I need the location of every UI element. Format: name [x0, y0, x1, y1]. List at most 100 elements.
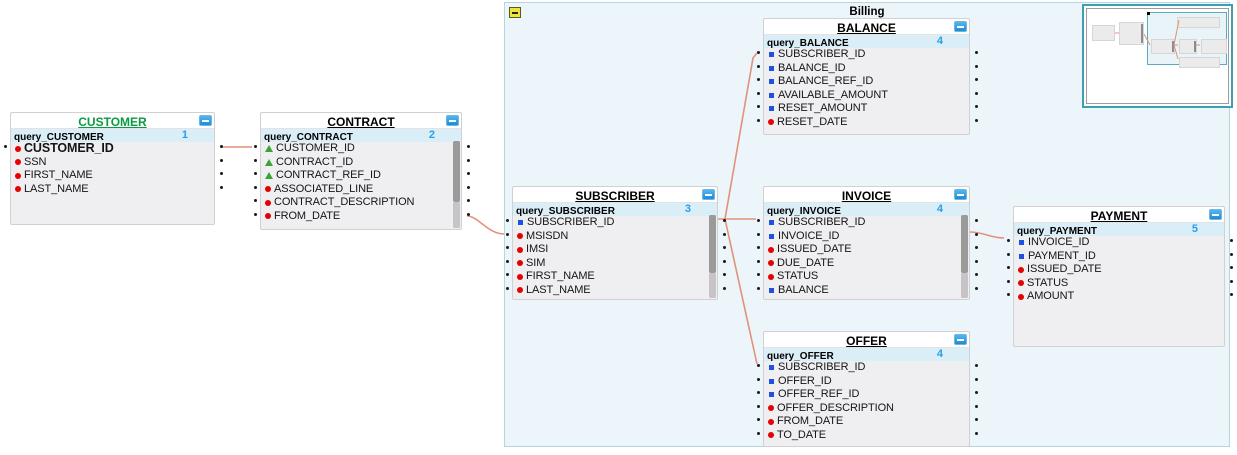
connection-point[interactable] — [467, 185, 470, 189]
connection-point[interactable] — [723, 286, 726, 290]
collapse-table-button[interactable] — [446, 115, 459, 126]
connection-point[interactable] — [1230, 293, 1233, 296]
field-row-invoice_id[interactable]: INVOICE_ID — [1014, 236, 1224, 250]
connection-point[interactable] — [757, 273, 760, 276]
entity-table-subscriber[interactable]: SUBSCRIBER query_SUBSCRIBER 3 SUBSCRIBER… — [506, 186, 726, 300]
field-row-status[interactable]: STATUS — [1014, 277, 1224, 291]
connection-point[interactable] — [975, 418, 978, 421]
field-row-offer_description[interactable]: OFFER_DESCRIPTION — [764, 402, 969, 416]
connection-point[interactable] — [757, 232, 760, 236]
connection-point[interactable] — [757, 377, 760, 381]
connection-point[interactable] — [975, 246, 978, 249]
field-row-payment_id[interactable]: PAYMENT_ID — [1014, 250, 1224, 264]
field-row-msisdn[interactable]: MSISDN — [513, 230, 717, 244]
field-row-from_date[interactable]: FROM_DATE — [261, 210, 461, 224]
connection-point[interactable] — [220, 172, 223, 175]
collapse-table-button[interactable] — [702, 189, 715, 200]
connection-point[interactable] — [975, 404, 978, 408]
collapse-group-button[interactable] — [509, 7, 521, 18]
connection-point[interactable] — [467, 145, 470, 148]
field-row-contract_description[interactable]: CONTRACT_DESCRIPTION — [261, 196, 461, 210]
table-header[interactable]: INVOICE — [764, 187, 969, 203]
field-row-balance_ref_id[interactable]: BALANCE_REF_ID — [764, 75, 969, 89]
connection-point[interactable] — [975, 391, 978, 394]
table-scrollbar[interactable] — [709, 215, 716, 298]
field-row-invoice_id[interactable]: INVOICE_ID — [764, 230, 969, 244]
connection-point[interactable] — [975, 364, 978, 367]
overview-minimap[interactable] — [1082, 4, 1233, 108]
field-row-issued_date[interactable]: ISSUED_DATE — [764, 243, 969, 257]
connection-point[interactable] — [975, 286, 978, 290]
connection-point[interactable] — [467, 199, 470, 202]
field-row-balance_id[interactable]: BALANCE_ID — [764, 62, 969, 76]
connection-point[interactable] — [757, 391, 760, 394]
scrollbar-thumb[interactable] — [709, 215, 716, 274]
connection-point[interactable] — [757, 431, 760, 435]
connection-point[interactable] — [757, 105, 760, 108]
field-row-ssn[interactable]: SSN — [11, 156, 214, 170]
connection-point[interactable] — [220, 158, 223, 162]
connection-point[interactable] — [254, 199, 257, 202]
collapse-table-button[interactable] — [199, 115, 212, 126]
field-row-reset_date[interactable]: RESET_DATE — [764, 116, 969, 130]
connection-point[interactable] — [723, 246, 726, 249]
field-row-reset_amount[interactable]: RESET_AMOUNT — [764, 102, 969, 116]
connection-point[interactable] — [723, 219, 726, 222]
table-header[interactable]: BALANCE — [764, 19, 969, 35]
connection-point[interactable] — [757, 219, 760, 222]
connection-point[interactable] — [506, 286, 509, 290]
connection-point[interactable] — [757, 246, 760, 249]
connection-point[interactable] — [975, 91, 978, 95]
field-row-customer_id[interactable]: CUSTOMER_ID — [261, 142, 461, 156]
scrollbar-thumb-end[interactable] — [453, 201, 460, 228]
connection-point[interactable] — [723, 259, 726, 263]
field-row-last_name[interactable]: LAST_NAME — [11, 183, 214, 197]
connection-point[interactable] — [757, 364, 760, 367]
connection-point[interactable] — [975, 259, 978, 263]
table-header[interactable]: PAYMENT — [1014, 207, 1224, 223]
connection-point[interactable] — [723, 273, 726, 276]
field-row-offer_ref_id[interactable]: OFFER_REF_ID — [764, 388, 969, 402]
connection-point[interactable] — [467, 158, 470, 162]
connection-point[interactable] — [975, 118, 978, 122]
connection-point[interactable] — [975, 78, 978, 81]
field-row-contract_ref_id[interactable]: CONTRACT_REF_ID — [261, 169, 461, 183]
connection-point[interactable] — [975, 105, 978, 108]
scrollbar-thumb[interactable] — [453, 141, 460, 202]
field-row-associated_line[interactable]: ASSOCIATED_LINE — [261, 183, 461, 197]
connection-point[interactable] — [975, 51, 978, 54]
collapse-table-button[interactable] — [954, 334, 967, 345]
connection-point[interactable] — [1230, 239, 1233, 242]
connection-point[interactable] — [4, 145, 7, 148]
scrollbar-thumb[interactable] — [961, 215, 968, 274]
field-row-first_name[interactable]: FIRST_NAME — [11, 169, 214, 183]
connection-point[interactable] — [254, 172, 257, 175]
connection-point[interactable] — [975, 273, 978, 276]
connection-point[interactable] — [975, 219, 978, 222]
field-row-customer_id[interactable]: CUSTOMER_ID — [11, 142, 214, 156]
field-row-subscriber_id[interactable]: SUBSCRIBER_ID — [764, 216, 969, 230]
table-header[interactable]: OFFER — [764, 332, 969, 348]
connection-point[interactable] — [757, 91, 760, 95]
field-row-contract_id[interactable]: CONTRACT_ID — [261, 156, 461, 170]
connection-point[interactable] — [1230, 252, 1233, 256]
field-row-available_amount[interactable]: AVAILABLE_AMOUNT — [764, 89, 969, 103]
connection-point[interactable] — [254, 212, 257, 216]
connection-point[interactable] — [757, 404, 760, 408]
connection-point[interactable] — [254, 158, 257, 162]
field-row-status[interactable]: STATUS — [764, 270, 969, 284]
connection-point[interactable] — [975, 64, 978, 68]
collapse-table-button[interactable] — [954, 189, 967, 200]
field-row-from_date[interactable]: FROM_DATE — [764, 415, 969, 429]
connection-point[interactable] — [757, 259, 760, 263]
connection-point[interactable] — [757, 118, 760, 122]
table-scrollbar[interactable] — [453, 141, 460, 228]
table-scrollbar[interactable] — [961, 215, 968, 298]
connection-point[interactable] — [1230, 266, 1233, 269]
connection-point[interactable] — [506, 259, 509, 263]
